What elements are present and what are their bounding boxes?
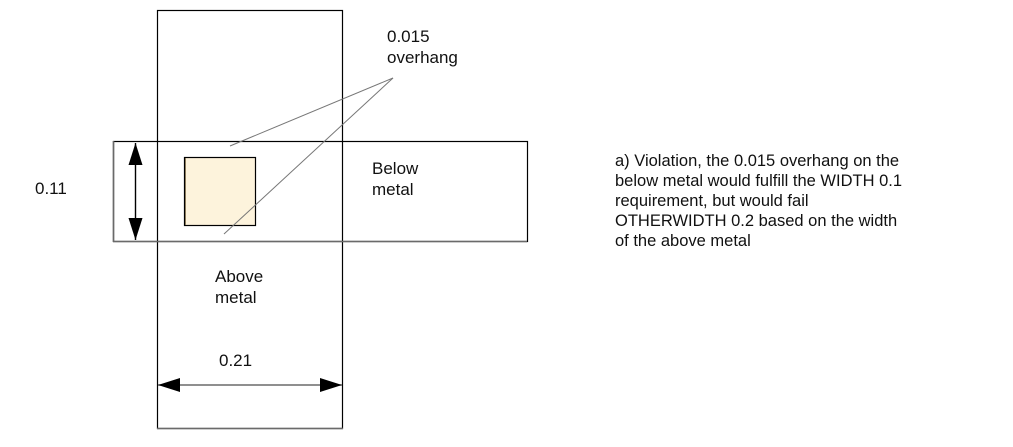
below-metal-label-line-2: metal [372, 180, 414, 199]
overhang-value: 0.015 [387, 27, 430, 46]
height-dimension-label: 0.11 [35, 179, 67, 198]
above-metal-label: Above metal [215, 266, 263, 308]
overhang-text: overhang [387, 48, 458, 67]
above-metal-label-line-1: Above [215, 267, 264, 286]
note-line: OTHERWIDTH 0.2 based on the width [615, 212, 898, 230]
width-dimension-label: 0.21 [219, 351, 253, 370]
via-square [183, 156, 257, 227]
below-metal-label-line-1: Below [372, 159, 419, 178]
overhang-leader-line [223, 77, 394, 235]
below-metal-shape [112, 140, 529, 243]
overhang-label: 0.015 overhang [387, 26, 458, 68]
overhang-leader-line [229, 77, 394, 147]
note-line: of the above metal [615, 232, 751, 250]
below-metal-label: Below metal [372, 158, 418, 200]
note-line: requirement, but would fail [615, 192, 809, 210]
violation-note: a) Violation, the 0.015 overhang on the … [615, 151, 1005, 251]
note-line: below metal would fulfill the WIDTH 0.1 [615, 172, 903, 190]
note-line: a) Violation, the 0.015 overhang on the [615, 152, 900, 170]
above-metal-label-line-2: metal [215, 288, 257, 307]
